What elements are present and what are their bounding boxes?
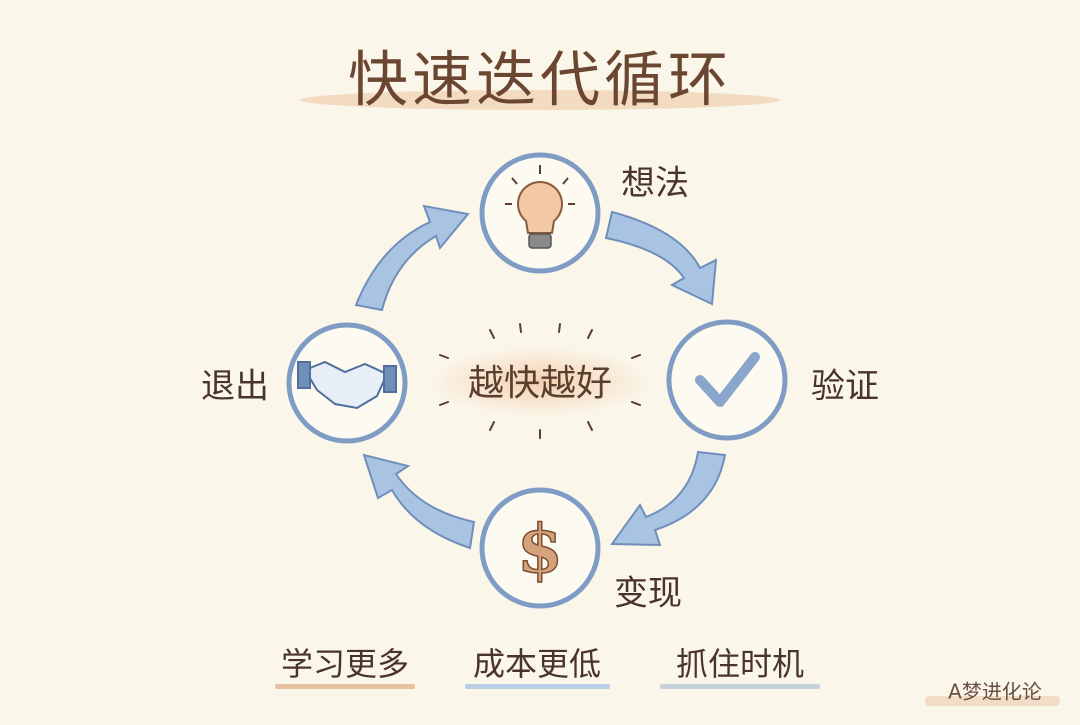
node-verify xyxy=(666,319,788,441)
node-exit xyxy=(286,322,408,444)
node-money: $ xyxy=(479,487,601,609)
node-label-idea: 想法 xyxy=(621,163,689,204)
arrow-money-to-exit xyxy=(362,453,476,550)
center-glow xyxy=(430,347,650,417)
benefit-underline xyxy=(660,684,820,689)
handshake-icon xyxy=(297,360,397,410)
arrow-verify-to-money xyxy=(610,450,727,547)
node-label-exit: 退出 xyxy=(201,366,269,407)
benefit-seize-timing: 抓住时机 xyxy=(675,645,805,683)
watermark: A梦进化论 xyxy=(948,679,1042,704)
checkmark-icon xyxy=(695,352,760,407)
arrow-idea-to-verify xyxy=(604,210,718,306)
node-idea xyxy=(479,152,601,274)
benefit-lower-cost: 成本更低 xyxy=(472,645,602,683)
benefit-underline xyxy=(275,684,415,689)
benefit-learn-more: 学习更多 xyxy=(280,645,410,683)
node-label-verify: 验证 xyxy=(811,366,879,407)
page-title: 快速迭代循环 xyxy=(348,45,732,116)
title-highlight xyxy=(300,90,780,110)
watermark-highlight xyxy=(925,696,1060,706)
arrow-exit-to-idea xyxy=(354,204,470,312)
lightbulb-icon xyxy=(505,165,575,249)
node-label-money: 变现 xyxy=(614,573,682,614)
dollar-icon: $ xyxy=(517,510,563,588)
center-text: 越快越好 xyxy=(467,363,613,404)
benefit-underline xyxy=(465,684,610,689)
sparkle-lines xyxy=(439,323,641,439)
